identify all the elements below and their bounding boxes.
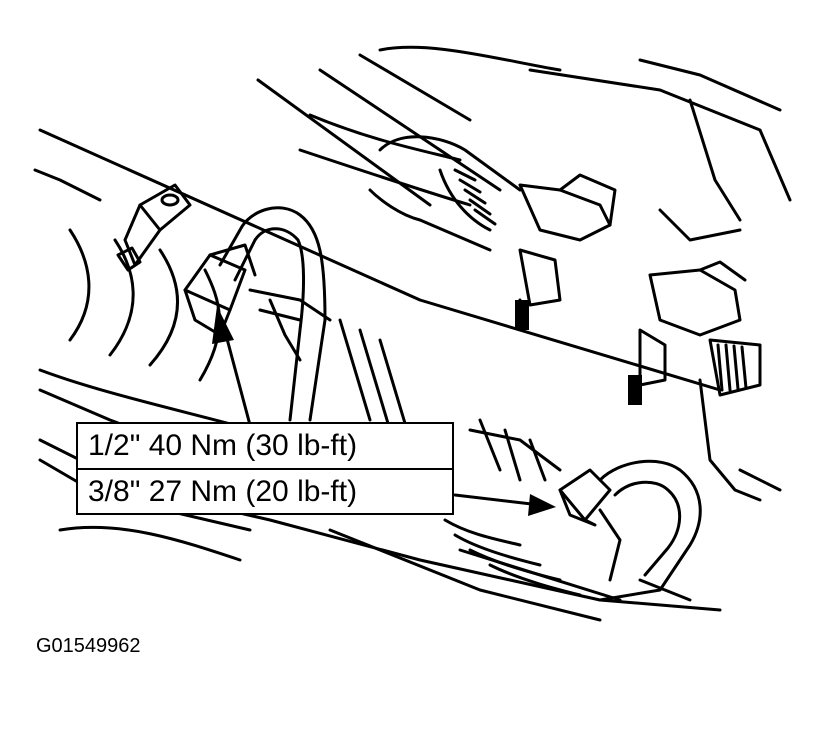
engine-housing <box>256 45 792 207</box>
cooler-line-lower <box>598 459 702 602</box>
torque-spec-three-eighths-inch: 3/8" 27 Nm (20 lb-ft) <box>88 475 358 508</box>
clamp-stud-left <box>515 300 529 330</box>
cooler-hose <box>368 135 522 252</box>
pointer-arrow-upper <box>212 306 252 427</box>
hose-clamp-right <box>638 260 747 387</box>
threaded-fitting-right <box>708 338 762 397</box>
pointer-arrow-lower <box>453 493 556 516</box>
bolt-boss <box>116 183 192 272</box>
lower-fitting-nut <box>558 468 612 527</box>
clamp-stud-right <box>628 375 642 405</box>
cooler-line-upper <box>218 206 327 422</box>
hose-clamp-left <box>518 173 617 322</box>
torque-spec-half-inch: 1/2" 40 Nm (30 lb-ft) <box>78 424 452 470</box>
right-bracket <box>658 98 782 502</box>
figure-id: G01549962 <box>36 635 141 657</box>
torque-callout-box: 1/2" 40 Nm (30 lb-ft) 3/8" 27 Nm (20 lb-… <box>76 422 454 515</box>
